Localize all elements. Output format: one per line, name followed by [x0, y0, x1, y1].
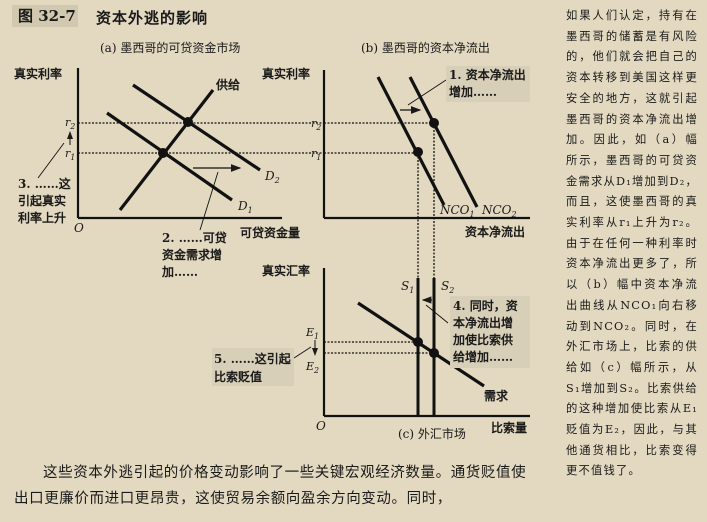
panel-a-d1-label: D1	[237, 199, 253, 215]
panel-a-note3-pointer	[37, 142, 65, 179]
panel-c-origin: O	[316, 419, 326, 433]
panel-b-ylabel: 真实利率	[262, 66, 310, 81]
panel-c-e1-label: E1	[305, 326, 319, 341]
panel-a-note3: 3. ……这 引起真实 利率上升	[18, 176, 75, 225]
panel-a-xlabel: 可贷资金量	[240, 225, 300, 240]
sidebar-caption: 如果人们认定，持有在墨西哥的储蓄是有风险的，他们就会把自己的资本转移到美国这样更…	[566, 6, 698, 482]
panel-c-note5-pointer	[293, 346, 312, 359]
panel-b-net-capital-outflow: (b) 墨西哥的资本净流出 真实利率 资本净流出 r2 r1 NCO1 NCO2…	[262, 40, 530, 278]
panel-c-note5-bg	[212, 348, 294, 386]
panel-c-s2-label: S2	[441, 279, 454, 295]
panel-c-note4: 4. 同时，资 本净流出增 加使比索供 给增加……	[452, 298, 522, 364]
panel-c-s1-label: S1	[401, 279, 414, 295]
panel-c-title: (c) 外汇市场	[398, 426, 466, 441]
panel-c-xlabel: 比索量	[491, 420, 527, 435]
body-text: 这些资本外逃引起的价格变动影响了一些关键宏观经济数量。通货贬值使出口更廉价而进口…	[14, 460, 534, 512]
panel-a-note2-pointer	[199, 171, 219, 231]
panel-b-nco1-curve	[376, 76, 446, 206]
panel-a-d2-curve	[132, 83, 261, 172]
panel-c-note5: 5. ……这引起 比索贬值	[214, 351, 295, 384]
panel-c-ylabel: 真实汇率	[262, 263, 310, 278]
panel-a-ylabel: 真实利率	[14, 66, 62, 81]
panel-b-r2-label: r2	[311, 117, 321, 132]
panel-c-foreign-exchange: 真实汇率 O (c) 外汇市场 比索量 S1 S2 需求 E1 E2 4. 同时…	[212, 263, 530, 441]
panel-a-d2-label: D2	[264, 169, 280, 185]
figure-title: 资本外逃的影响	[96, 9, 209, 27]
panel-b-xlabel: 资本净流出	[465, 224, 525, 239]
panel-b-r1-label: r1	[311, 147, 321, 162]
panel-a-loanable-funds: (a) 墨西哥的可贷资金市场 真实利率 O 可贷资金量 r2 r1 供给 D1 …	[14, 40, 324, 279]
panel-b-nco2-label: NCO2	[481, 203, 517, 219]
panel-c-note4-pointer	[425, 304, 449, 324]
figure-chart: (a) 墨西哥的可贷资金市场 真实利率 O 可贷资金量 r2 r1 供给 D1 …	[14, 40, 530, 441]
panel-c-demand-label: 需求	[484, 388, 509, 403]
panel-b-nco2-curve	[408, 76, 479, 208]
panel-b-note1-bg	[446, 66, 530, 102]
panel-c-point-1	[413, 337, 423, 347]
panel-a-title: (a) 墨西哥的可贷资金市场	[100, 40, 240, 55]
panel-b-note1-pointer	[407, 79, 447, 106]
panel-a-d1-curve	[106, 111, 233, 202]
panel-c-point-2	[429, 348, 439, 358]
body-paragraph: 这些资本外逃引起的价格变动影响了一些关键宏观经济数量。通货贬值使出口更廉价而进口…	[14, 465, 527, 507]
panel-b-nco1-label: NCO1	[439, 203, 475, 219]
figure-label: 图 32-7	[12, 5, 78, 27]
panel-a-supply-label: 供给	[215, 77, 240, 92]
panel-c-e2-label: E2	[305, 360, 319, 375]
panel-a-r2-label: r2	[65, 116, 75, 131]
panel-b-note1: 1. 资本净流出 增加……	[449, 67, 530, 99]
panel-a-equilibrium-2	[183, 117, 193, 127]
panel-a-origin: O	[74, 221, 84, 235]
panel-c-note4-bg	[450, 296, 530, 368]
sidebar-paragraph: 如果人们认定，持有在墨西哥的储蓄是有风险的，他们就会把自己的资本转移到美国这样更…	[566, 9, 698, 478]
panel-b-point-1	[413, 147, 423, 157]
panel-b-point-2	[429, 118, 439, 128]
panel-b-title: (b) 墨西哥的资本净流出	[361, 40, 490, 55]
panel-a-equilibrium-1	[158, 148, 168, 158]
panel-a-r1-label: r1	[65, 147, 75, 162]
panel-a-note2: 2. ……可贷 资金需求增 加……	[161, 230, 231, 279]
